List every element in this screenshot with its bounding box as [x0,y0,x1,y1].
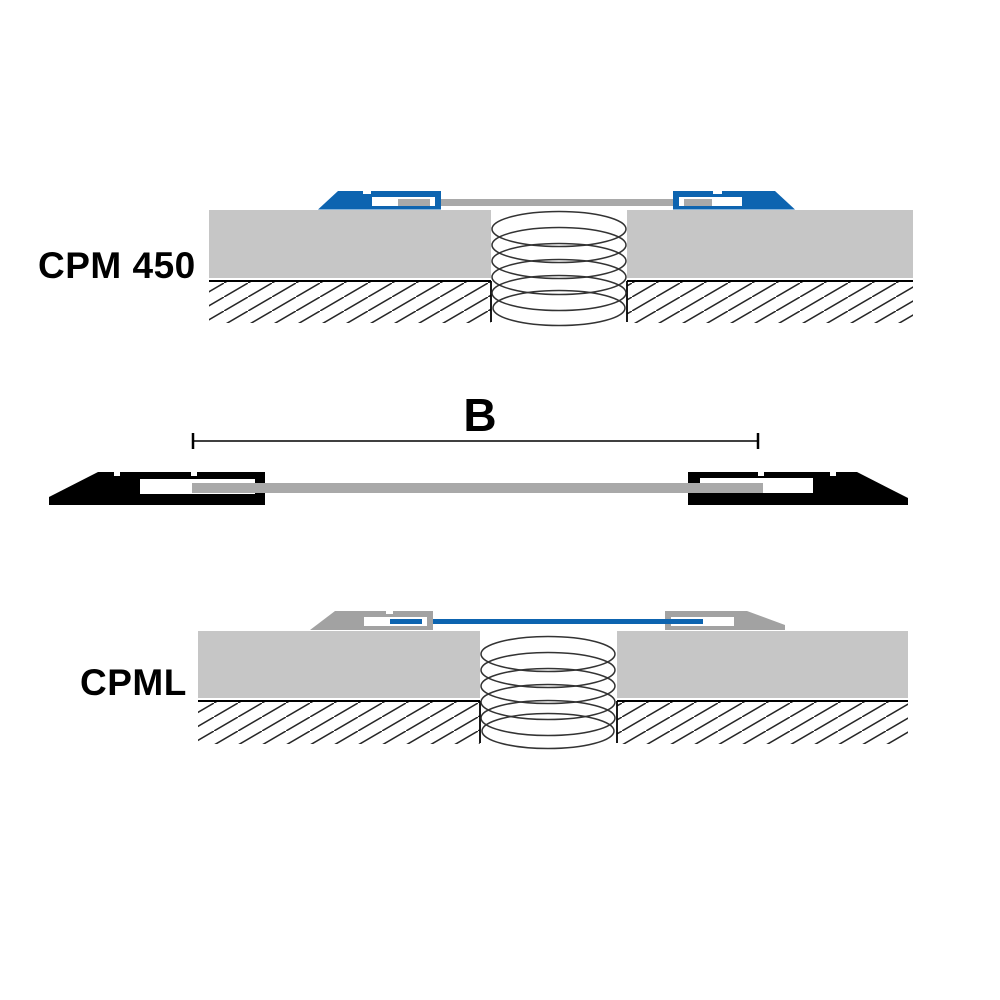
cpml-profile-left [310,611,433,630]
cover-strip [192,483,763,493]
cpml-profile-right [665,611,785,630]
joint-filler-spring [491,210,627,327]
top-groove-notch [386,611,393,614]
cpm450-label: CPM 450 [38,245,196,286]
strip-anchor-left [398,199,430,206]
substrate-hatch-right [617,700,908,744]
top-groove-notch [191,472,197,476]
slab-right [617,631,908,698]
slab-right [627,210,913,278]
substrate-hatch-left [198,700,480,744]
top-groove-notch [758,472,764,476]
top-groove-notch [114,472,120,476]
cpm450-profile-right [673,191,795,210]
dimension-line-b [191,433,760,449]
cover-strip [441,199,673,206]
top-groove-notch [757,611,764,614]
profile-dimension-drawing [49,433,908,505]
cpml-label: CPML [80,662,187,703]
cpml-cross-section-drawing [198,611,908,750]
cpm450-cross-section-drawing [209,191,913,327]
top-groove-notch [363,191,371,194]
top-groove-notch [830,472,836,476]
strip-anchor-right [665,619,703,624]
joint-filler-spring [480,635,616,750]
cpm450-profile-left [318,191,441,210]
slab-left [198,631,480,698]
dimension-b-label: B [463,389,497,441]
substrate-hatch-left [209,280,491,323]
strip-anchor-right [684,199,712,206]
cover-strip [433,619,665,624]
strip-anchor-left [390,619,422,624]
slab-left [209,210,491,278]
substrate-hatch-right [627,280,913,323]
top-groove-notch [713,191,722,194]
